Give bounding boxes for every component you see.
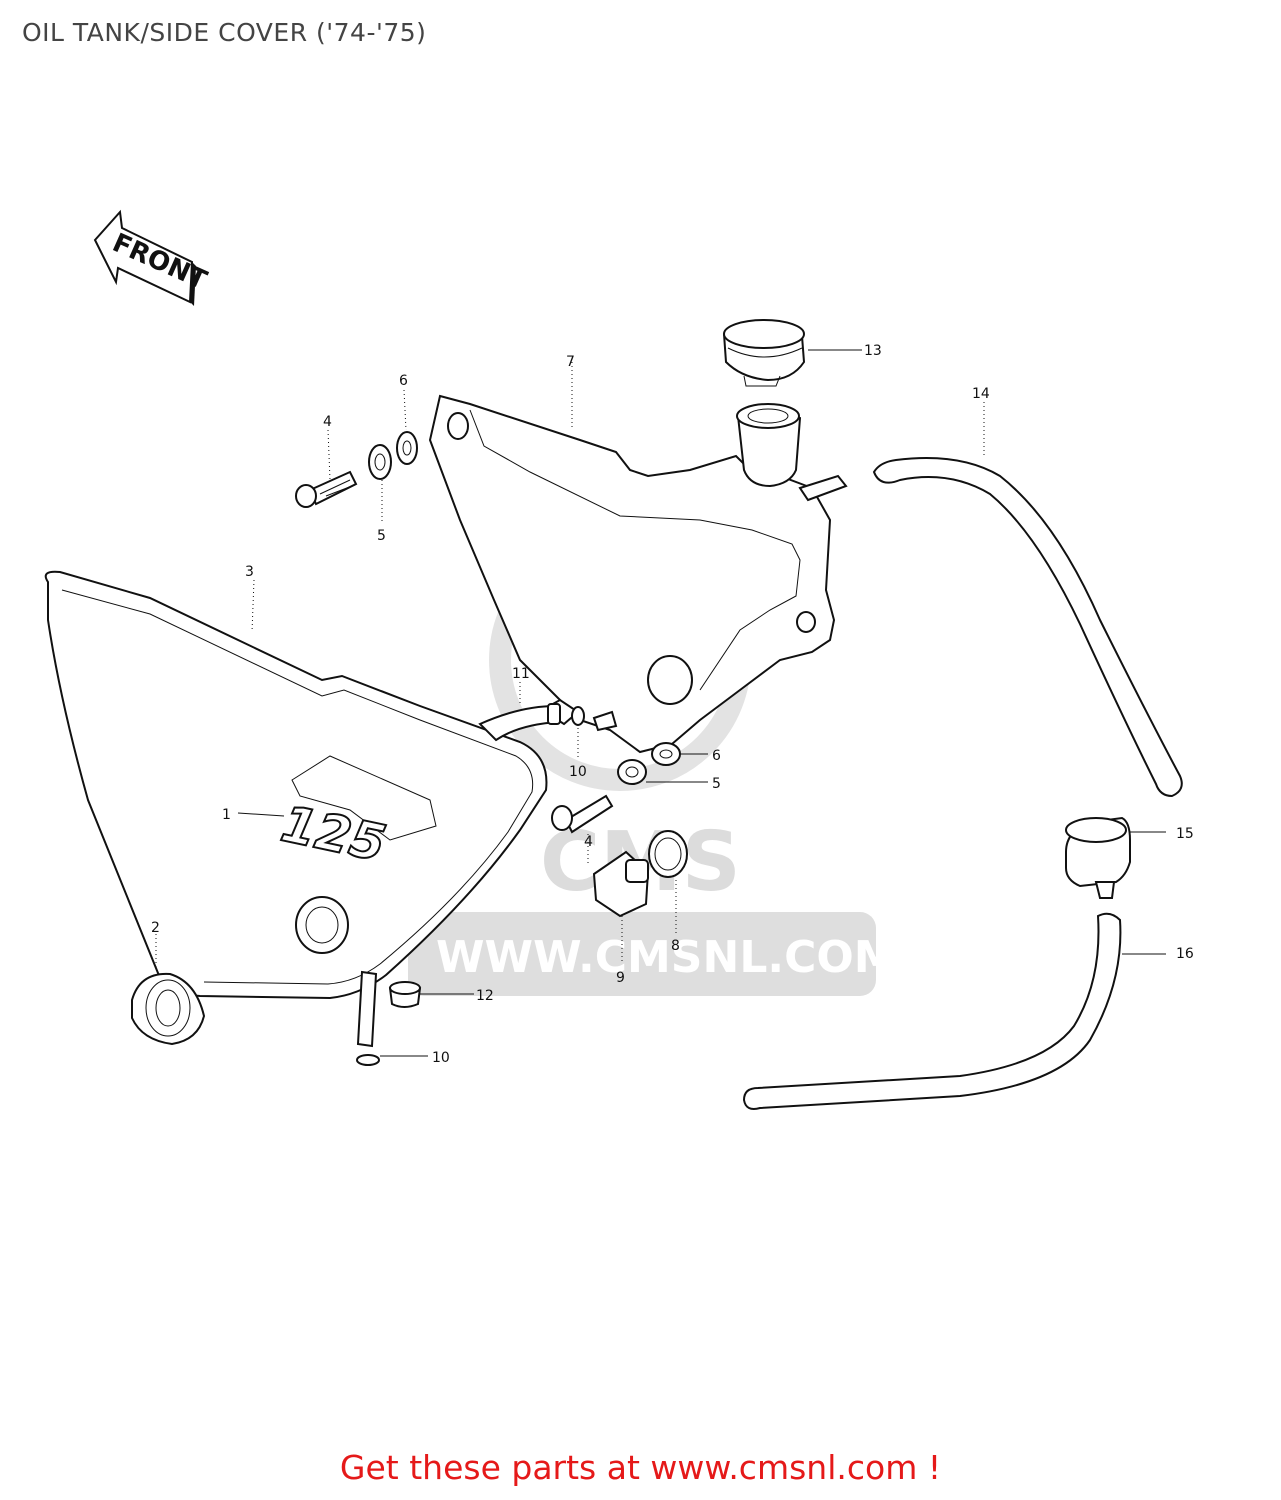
callout-15: 15 xyxy=(1176,826,1194,842)
page-title: OIL TANK/SIDE COVER ('74-'75) xyxy=(22,18,427,47)
watermark-url-plate xyxy=(408,912,876,996)
leader-lines xyxy=(155,349,1166,1057)
callout-3: 3 xyxy=(245,564,254,580)
front-arrow: FRONT xyxy=(93,209,211,306)
watermark-url: WWW.CMSNL.COM xyxy=(436,932,898,983)
callout-7: 7 xyxy=(566,354,575,370)
callout-12: 12 xyxy=(476,988,494,1004)
drain-plug xyxy=(592,850,650,918)
callout-2: 2 xyxy=(151,920,160,936)
oil-tank-cap xyxy=(722,319,806,387)
callout-6b: 6 xyxy=(712,748,721,764)
callout-5a: 5 xyxy=(377,528,386,544)
oil-tank xyxy=(428,394,848,754)
bolt-upper xyxy=(295,470,358,508)
callout-11: 11 xyxy=(512,666,530,682)
breather-filter xyxy=(1065,816,1131,899)
drain-hose xyxy=(742,912,1122,1110)
callout-1: 1 xyxy=(222,807,231,823)
side-cover-grommet-hole xyxy=(295,896,349,954)
washer-6-upper xyxy=(396,431,418,465)
callout-8: 8 xyxy=(671,938,680,954)
callout-14: 14 xyxy=(972,386,990,402)
callout-16: 16 xyxy=(1176,946,1194,962)
tank-vent-nipple xyxy=(798,474,848,502)
side-cover: 125 xyxy=(44,570,548,1000)
callout-10b: 10 xyxy=(432,1050,450,1066)
vent-hose xyxy=(872,457,1183,798)
callout-13: 13 xyxy=(864,343,882,359)
grommet-12 xyxy=(388,981,422,1008)
grommet-2 xyxy=(131,972,206,1046)
o-ring xyxy=(648,830,688,878)
pipe-to-clip xyxy=(356,970,378,1048)
callout-9: 9 xyxy=(616,970,625,986)
callout-5b: 5 xyxy=(712,776,721,792)
callout-4b: 4 xyxy=(584,834,593,850)
front-arrow-shadow xyxy=(190,262,196,306)
washer-5-upper xyxy=(368,444,392,480)
callout-10a: 10 xyxy=(569,764,587,780)
bolt-lower xyxy=(551,794,614,834)
callout-6a: 6 xyxy=(399,373,408,389)
get-parts-link[interactable]: Get these parts at www.cmsnl.com ! xyxy=(339,1448,942,1487)
callout-4a: 4 xyxy=(323,414,332,430)
hose-clip-lower xyxy=(356,1054,380,1066)
hose-clip-upper xyxy=(571,706,585,726)
emblem-recess xyxy=(291,755,437,841)
washer-5-lower xyxy=(617,759,647,785)
washer-6-lower xyxy=(651,742,681,766)
